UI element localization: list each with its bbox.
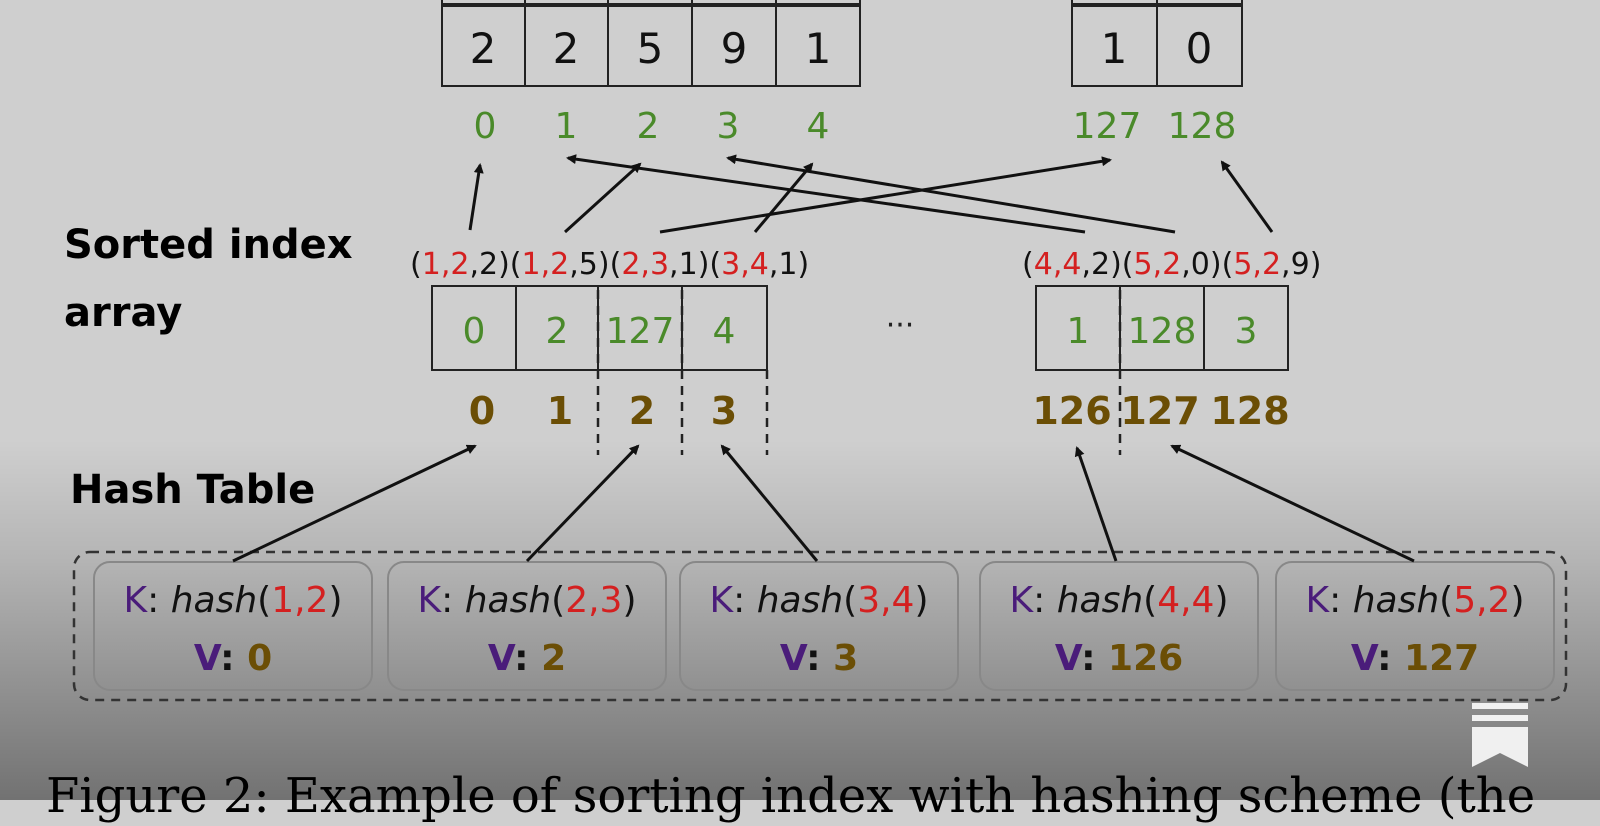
tuple-row-right: (4,4,2)(5,2,0)(5,2,9) — [1022, 247, 1321, 282]
arrow — [720, 444, 819, 562]
hash-entry: K: hash(5,2) V: 127 — [1275, 561, 1555, 691]
position-index: 126 — [1032, 389, 1111, 433]
svg-text:K: hash(2,3): K: hash(2,3) — [418, 580, 637, 621]
hash-table-container — [72, 550, 1568, 702]
top-left-cell-value: 2 — [553, 24, 580, 73]
sorted-index-label: Sorted index — [64, 222, 353, 268]
top-left-cell-value: 2 — [470, 24, 497, 73]
svg-text:V: 3: V: 3 — [780, 638, 858, 679]
sorted-index-positions: 0 1 2 3 126 127 128 — [469, 389, 1290, 433]
top-right-index: 127 — [1073, 106, 1142, 147]
arrow — [563, 162, 642, 234]
svg-text:K: hash(5,2): K: hash(5,2) — [1306, 580, 1525, 621]
arrow — [566, 154, 1086, 234]
top-right-array: 1 0 — [1071, 0, 1243, 87]
sorted-index-array-left: 0 2 127 4 — [431, 285, 768, 371]
sorted-index-cell: 127 — [606, 311, 675, 352]
sorted-index-label-line2: array — [64, 290, 182, 336]
top-right-indices: 127 128 — [1073, 106, 1237, 147]
top-right-cell-value: 0 — [1186, 24, 1213, 73]
arrow — [468, 163, 484, 231]
top-right-index: 128 — [1168, 106, 1237, 147]
top-left-cell-value: 9 — [721, 24, 748, 73]
hash-entry: K: hash(1,2) V: 0 — [93, 561, 373, 691]
top-left-index: 4 — [807, 106, 830, 147]
top-left-index: 2 — [637, 106, 660, 147]
svg-text:V: 126: V: 126 — [1055, 638, 1183, 679]
arrow — [659, 156, 1112, 234]
bookmark-icon[interactable] — [1472, 703, 1528, 767]
top-left-index: 0 — [474, 106, 497, 147]
ellipsis: ··· — [886, 308, 915, 343]
hash-table-label: Hash Table — [70, 467, 315, 513]
sorted-index-cell: 4 — [713, 311, 736, 352]
top-left-index: 3 — [717, 106, 740, 147]
sorting-index-diagram: 2 2 5 9 1 0 1 2 3 4 1 0 127 128 Sorted i… — [64, 0, 1568, 702]
group-separators — [596, 290, 1122, 455]
arrow — [753, 162, 814, 233]
arrow — [232, 444, 477, 563]
svg-text:V: 2: V: 2 — [488, 638, 566, 679]
sorted-index-cell: 128 — [1128, 311, 1197, 352]
top-left-cell-value: 5 — [637, 24, 664, 73]
position-index: 0 — [469, 389, 495, 433]
svg-text:K: hash(4,4): K: hash(4,4) — [1010, 580, 1229, 621]
svg-text:K: hash(1,2): K: hash(1,2) — [124, 580, 343, 621]
position-index: 3 — [711, 389, 737, 433]
hash-entry: K: hash(2,3) V: 2 — [387, 561, 667, 691]
top-right-cell-value: 1 — [1101, 24, 1128, 73]
arrow — [1074, 446, 1118, 562]
arrow — [525, 444, 640, 563]
hash-arrows — [232, 444, 1415, 563]
sorted-index-cell: 1 — [1067, 311, 1090, 352]
svg-text:V: 0: V: 0 — [194, 638, 272, 679]
tuple-row-left: (1,2,2)(1,2,5)(2,3,1)(3,4,1) — [410, 247, 809, 282]
svg-text:V: 127: V: 127 — [1351, 638, 1479, 679]
position-index: 1 — [547, 389, 573, 433]
svg-text:K: hash(3,4): K: hash(3,4) — [710, 580, 929, 621]
arrow — [1220, 160, 1274, 233]
hash-entry: K: hash(4,4) V: 126 — [979, 561, 1259, 691]
hash-entry: K: hash(3,4) V: 3 — [679, 561, 959, 691]
position-index: 127 — [1120, 389, 1199, 433]
sorted-index-array-right: 1 128 3 — [1035, 285, 1289, 371]
position-index: 2 — [629, 389, 655, 433]
figure-caption: Figure 2: Example of sorting index with … — [46, 768, 1536, 824]
sorted-index-cell: 0 — [463, 311, 486, 352]
top-left-cell-value: 1 — [805, 24, 832, 73]
top-left-indices: 0 1 2 3 4 — [474, 106, 830, 147]
sorted-index-cell: 3 — [1235, 311, 1258, 352]
index-arrows — [468, 154, 1274, 234]
top-left-index: 1 — [555, 106, 578, 147]
top-left-array: 2 2 5 9 1 — [441, 0, 861, 87]
arrow — [726, 154, 1176, 234]
sorted-index-cell: 2 — [546, 311, 569, 352]
arrow — [1170, 444, 1415, 563]
position-index: 128 — [1210, 389, 1289, 433]
